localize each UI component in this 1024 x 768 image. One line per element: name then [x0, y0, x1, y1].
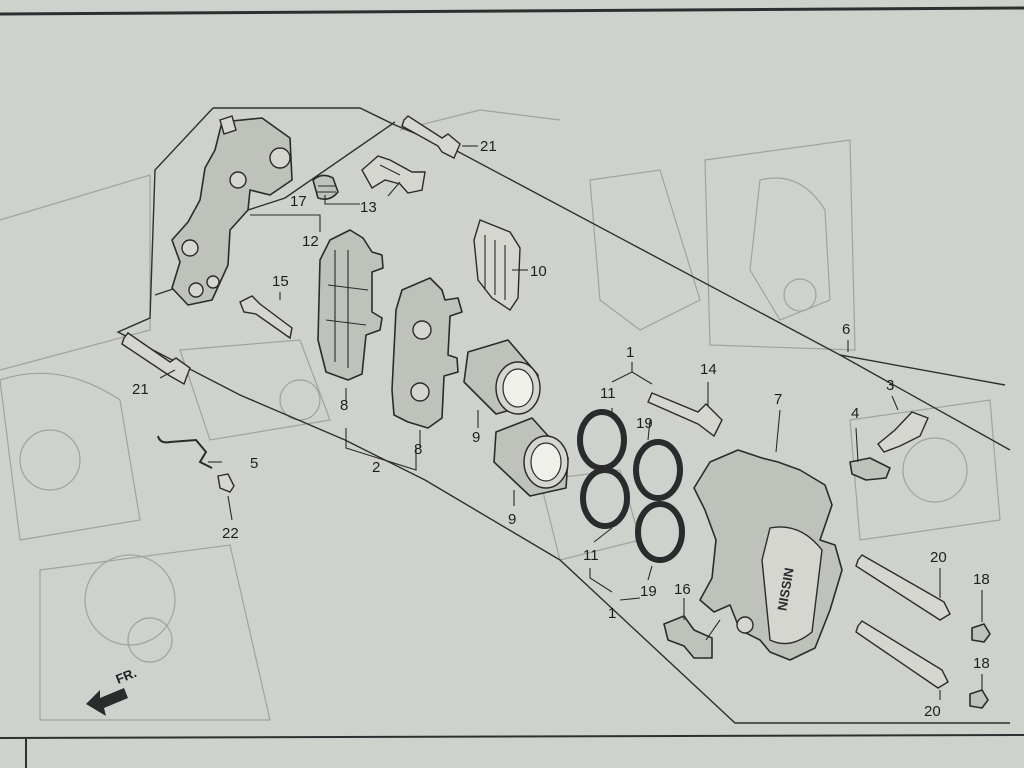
callout-12: 12: [302, 233, 319, 250]
callout-18-upper: 18: [973, 571, 990, 588]
callout-17: 17: [290, 193, 307, 210]
bleed-cap-part-4: [849, 457, 891, 481]
pin-plug-part-18-lower: [969, 689, 989, 709]
callout-9-lower: 9: [508, 511, 516, 528]
callout-19-lower: 19: [640, 583, 657, 600]
caliper-body-part-7: NISSIN: [693, 449, 843, 661]
piston-seal-part-11-upper: [577, 409, 627, 471]
caliper-marking-text: NISSIN: [774, 567, 796, 612]
boot-part-17: [312, 174, 339, 200]
callout-20-upper: 20: [930, 549, 947, 566]
callout-11-lower: 11: [583, 547, 599, 564]
callout-15: 15: [272, 273, 289, 290]
callout-7: 7: [774, 391, 782, 408]
callout-leader-lines: [159, 145, 983, 700]
callout-9-upper: 9: [472, 429, 480, 446]
callout-4: 4: [851, 405, 859, 422]
callout-18-lower: 18: [973, 655, 990, 672]
top-border-line: [0, 6, 1024, 16]
callout-2: 2: [372, 459, 380, 476]
piston-part-9-upper: [463, 339, 541, 415]
pad-spring-part-10: [473, 219, 521, 311]
callout-16: 16: [674, 581, 691, 598]
callout-1-upper: 1: [626, 344, 634, 361]
callout-14: 14: [700, 361, 717, 378]
callout-1-lower: 1: [608, 605, 616, 622]
bolt-part-22: [217, 473, 235, 493]
bottom-border-line: [0, 734, 1024, 739]
bleed-screw-part-3: [877, 411, 929, 453]
callout-3: 3: [886, 377, 894, 394]
callout-8-left: 8: [340, 397, 348, 414]
piston-seal-part-11-lower: [580, 467, 630, 529]
callout-6: 6: [842, 321, 850, 338]
bolt-part-15: [239, 295, 293, 340]
callout-21-upper: 21: [480, 138, 497, 155]
pad-pin-part-20-lower: [855, 620, 949, 689]
pad-retainer-part-13: [361, 155, 426, 194]
pin-plug-part-18-upper: [971, 623, 991, 643]
brake-pad-part-8-left: [317, 229, 384, 381]
callout-19-upper: 19: [636, 415, 653, 432]
hose-clip-part-5: [157, 435, 213, 469]
background-ghost-drawing: [0, 109, 1001, 721]
piston-part-9-lower: [493, 417, 569, 497]
callout-8-right: 8: [414, 441, 422, 458]
callout-5: 5: [250, 455, 258, 472]
callout-11-upper: 11: [600, 385, 616, 402]
front-direction-arrow: FR.: [86, 665, 139, 716]
caliper-bracket-part-12: [171, 115, 293, 306]
slide-pin-part-14: [647, 392, 723, 438]
brake-pad-part-8-right: [391, 277, 463, 429]
callout-22: 22: [222, 525, 239, 542]
callout-numbers: 1 1 2 3 4 5 6 7 8 8 9 9 10 11 11 12 13 1…: [132, 138, 990, 720]
bolt-part-16: [663, 615, 713, 659]
pad-pin-part-20-upper: [855, 554, 951, 621]
bolt-part-21-lower: [121, 332, 191, 386]
bolt-part-21-upper: [401, 115, 461, 159]
dust-seal-part-19-upper: [633, 439, 683, 501]
callout-21-lower: 21: [132, 381, 149, 398]
front-direction-label: FR.: [114, 665, 139, 687]
callout-13: 13: [360, 199, 377, 216]
dust-seal-part-19-lower: [635, 501, 685, 563]
callout-10: 10: [530, 263, 547, 280]
callout-20-lower: 20: [924, 703, 941, 720]
